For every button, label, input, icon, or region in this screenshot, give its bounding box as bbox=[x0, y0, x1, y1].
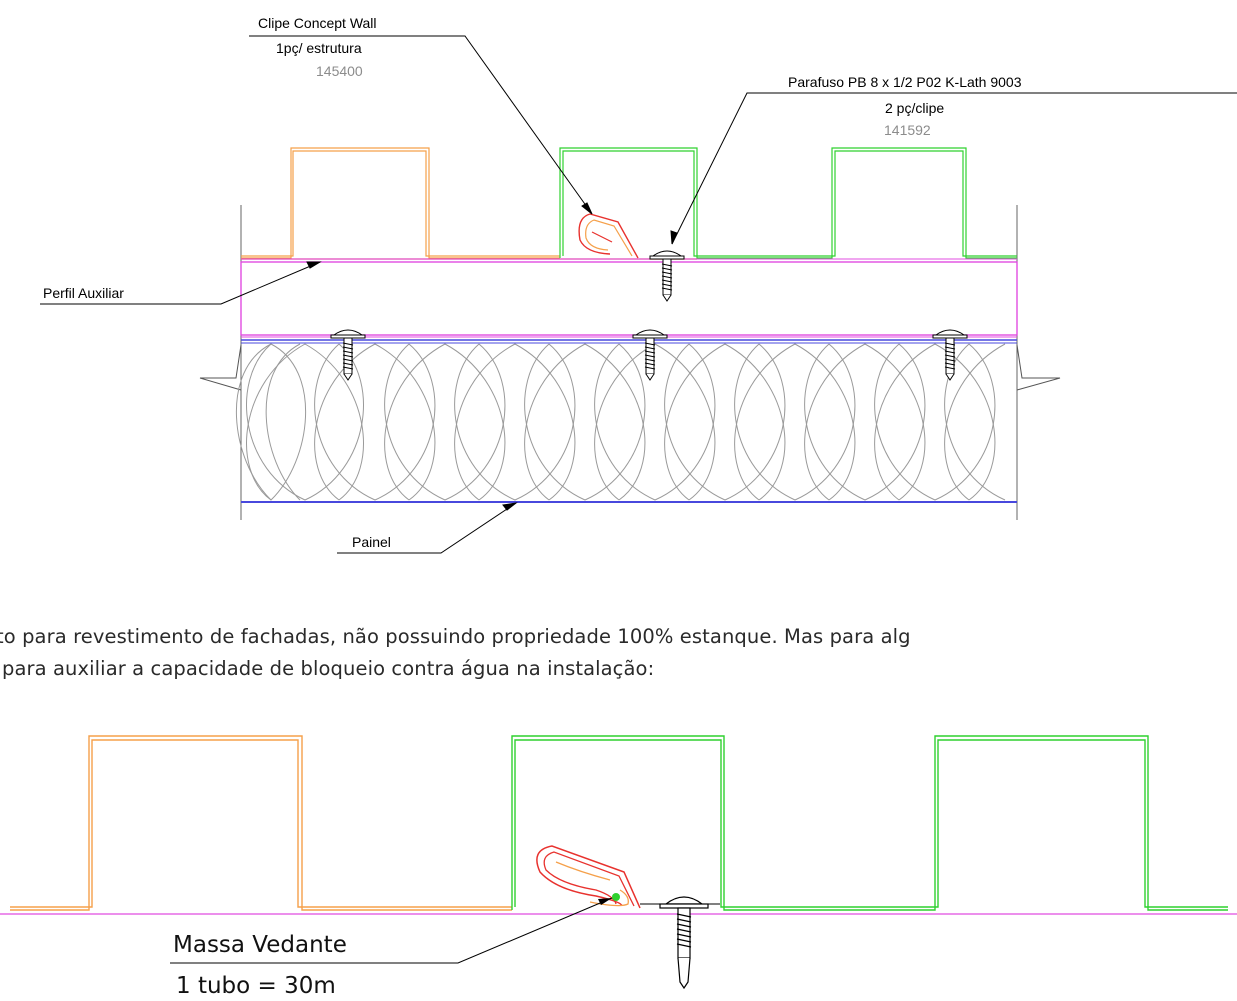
green-profile bbox=[559, 147, 1017, 259]
screw-bottom bbox=[659, 896, 709, 989]
screw-clip bbox=[649, 250, 685, 302]
profile-label: Perfil Auxiliar bbox=[43, 285, 124, 301]
sealant-qty-label: 1 tubo = 30m bbox=[176, 973, 336, 999]
orange-profile-bottom bbox=[10, 735, 512, 911]
paragraph-line-1: to para revestimento de fachadas, não po… bbox=[0, 625, 911, 648]
screw-code-label: 141592 bbox=[884, 122, 931, 138]
clip-name-label: Clipe Concept Wall bbox=[258, 15, 377, 31]
bottom-detail bbox=[0, 735, 1237, 989]
orange-profile bbox=[241, 147, 560, 259]
green-profile-bottom bbox=[511, 735, 1228, 911]
paragraph-line-2: para auxiliar a capacidade de bloqueio c… bbox=[2, 657, 655, 680]
clip-bottom bbox=[536, 845, 641, 909]
screw-name-label: Parafuso PB 8 x 1/2 P02 K-Lath 9003 bbox=[788, 74, 1022, 90]
leader-lines bbox=[40, 35, 1237, 554]
sealant-label: Massa Vedante bbox=[173, 932, 347, 958]
sealant-dot bbox=[612, 893, 620, 901]
clip-qty-label: 1pç/ estrutura bbox=[276, 40, 362, 56]
screw-left bbox=[330, 329, 366, 381]
perfil-auxiliar bbox=[240, 261, 1018, 336]
panel-label: Painel bbox=[352, 534, 391, 550]
clip-concept-wall bbox=[578, 213, 639, 259]
screw-qty-label: 2 pç/clipe bbox=[885, 100, 945, 116]
insulation bbox=[235, 343, 1006, 501]
clip-code-label: 145400 bbox=[316, 63, 363, 79]
screw-right bbox=[932, 329, 968, 381]
top-detail bbox=[40, 35, 1237, 554]
